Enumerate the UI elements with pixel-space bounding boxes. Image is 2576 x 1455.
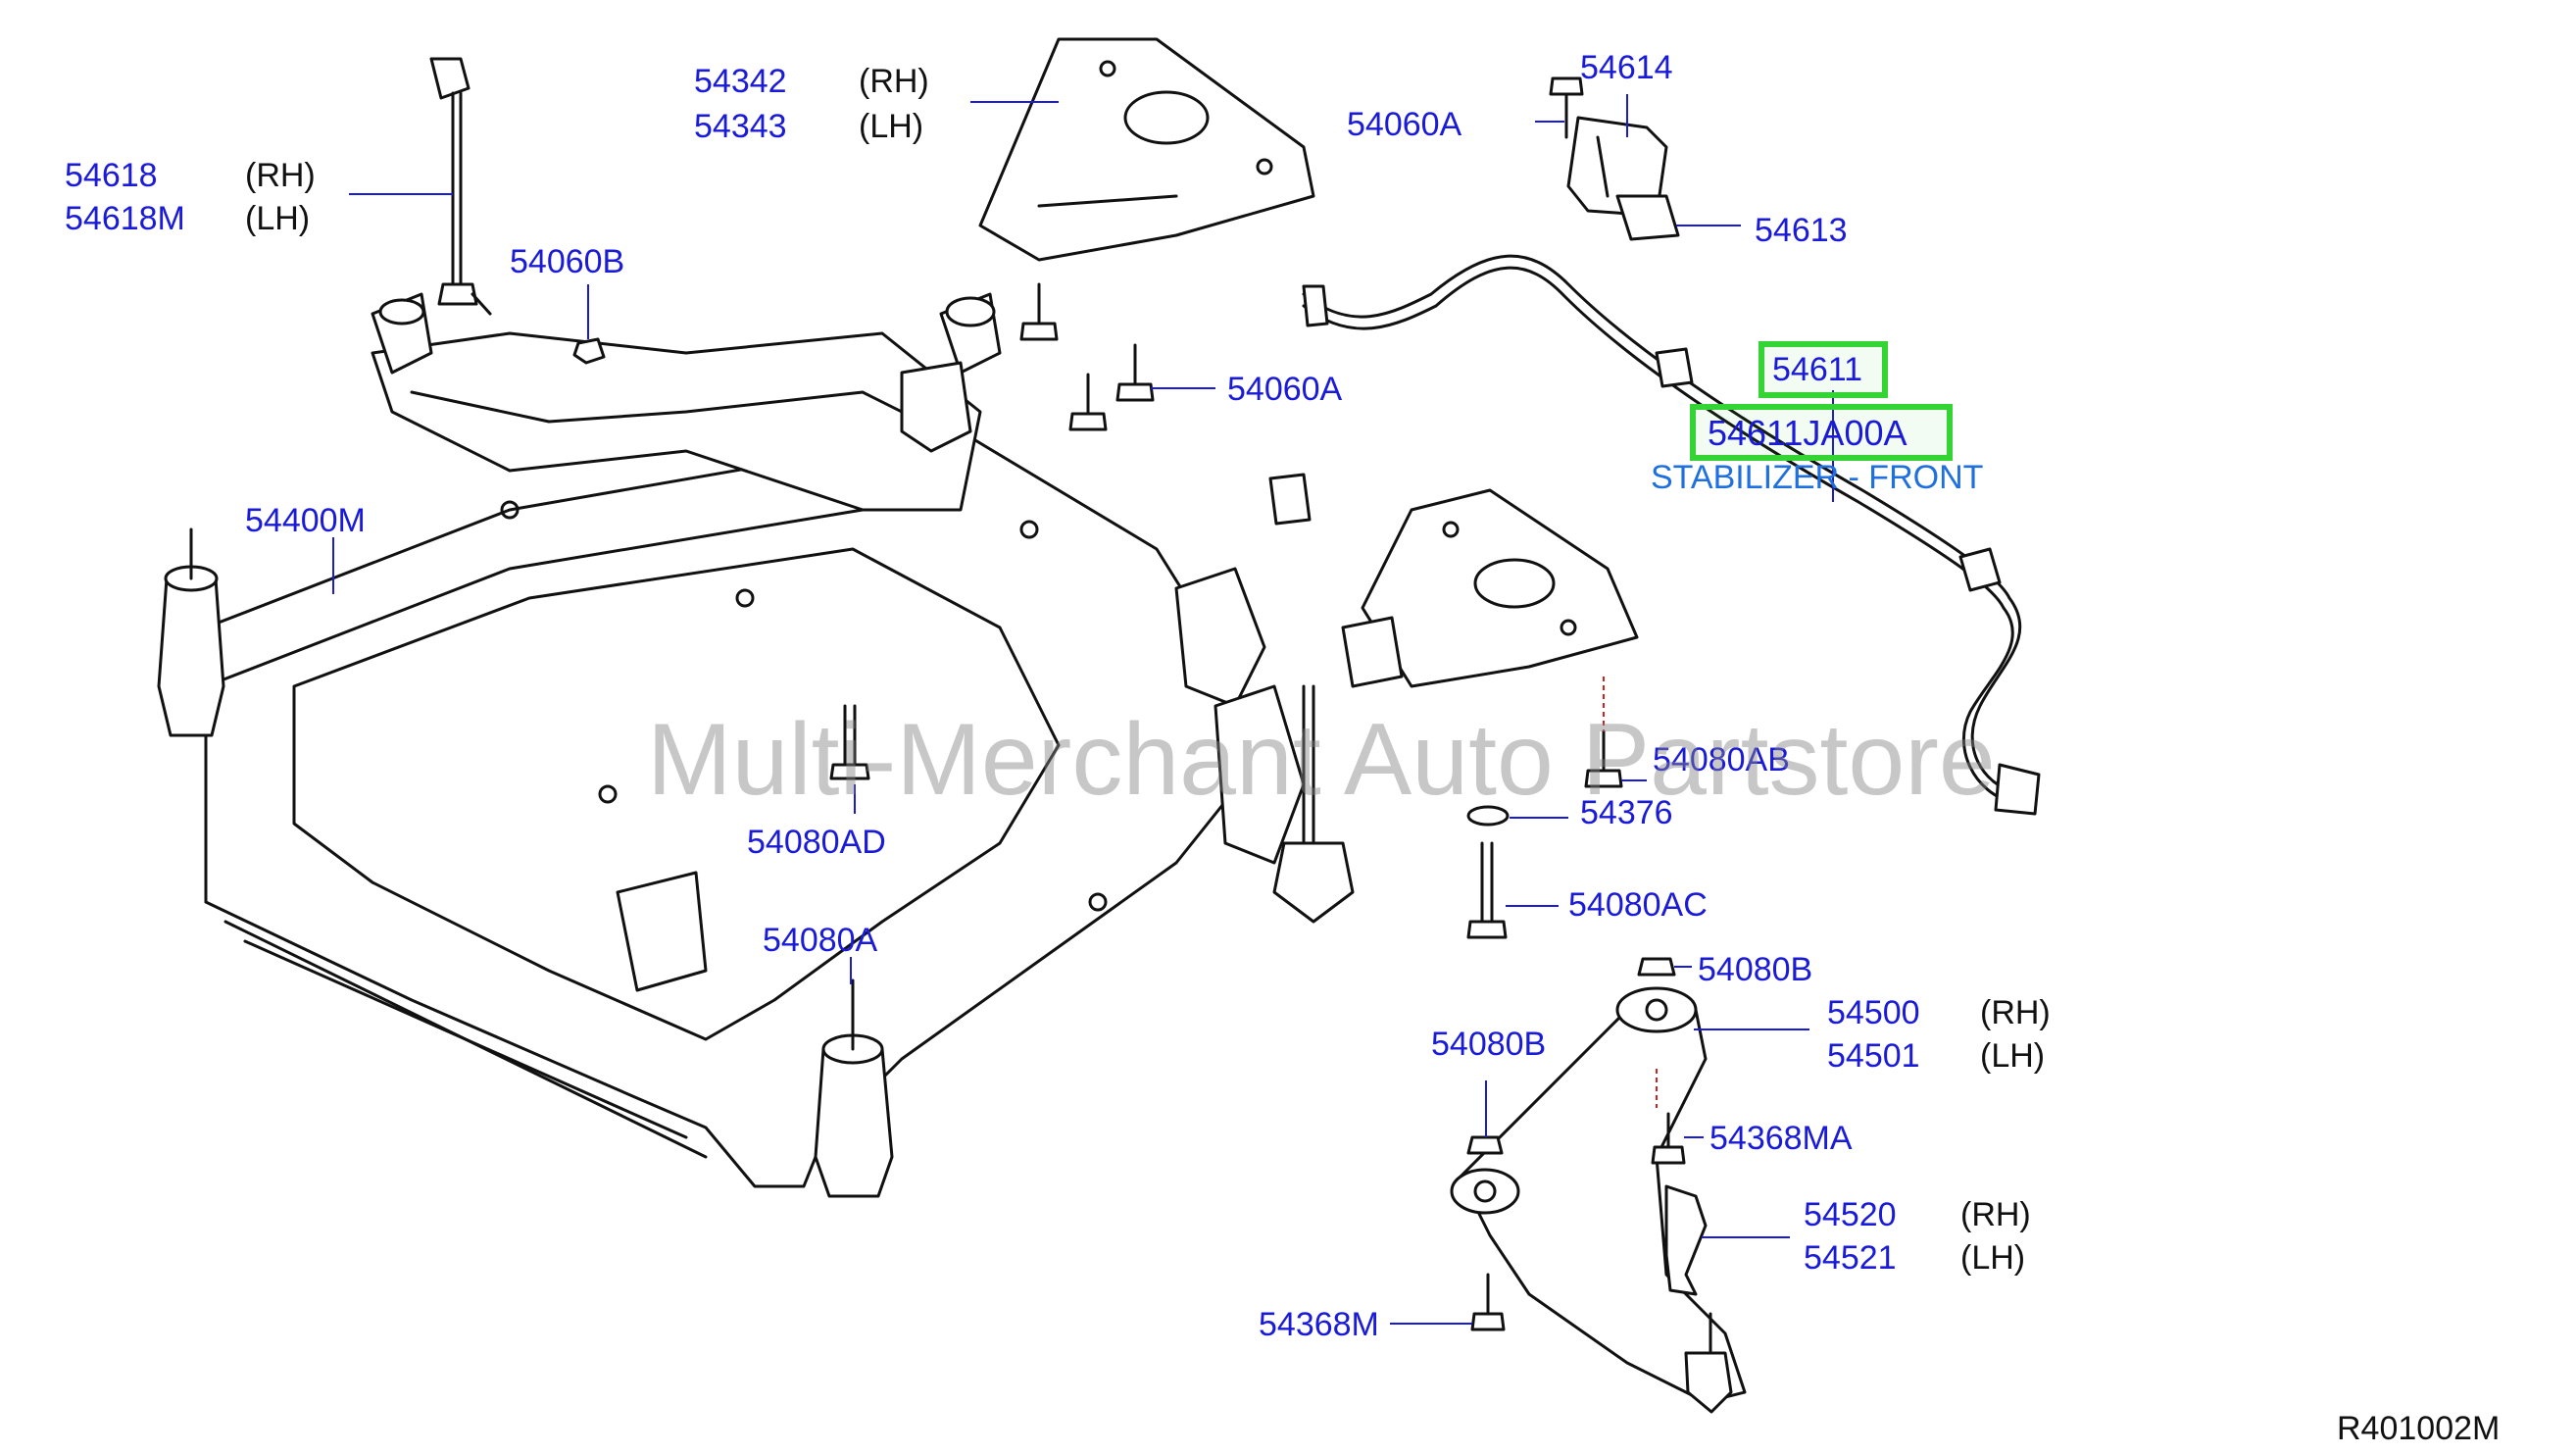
label-54613[interactable]: 54613: [1755, 212, 1848, 249]
label-54080B-upper[interactable]: 54080B: [1698, 951, 1813, 988]
label-54368MA[interactable]: 54368MA: [1709, 1120, 1853, 1157]
label-54368M[interactable]: 54368M: [1259, 1306, 1379, 1343]
label-54080AD[interactable]: 54080AD: [747, 824, 886, 861]
label-54080AB[interactable]: 54080AB: [1653, 741, 1790, 778]
clamp-54614: [1566, 116, 1680, 241]
label-54611[interactable]: 54611: [1772, 351, 1863, 388]
label-54618-side: (RH): [245, 157, 316, 194]
label-54080AC[interactable]: 54080AC: [1568, 886, 1708, 924]
label-54343[interactable]: 54343: [694, 108, 787, 145]
stabilizer-link-right: [1272, 616, 1404, 924]
label-54520[interactable]: 54520: [1804, 1196, 1897, 1233]
highlight-box-54611: [1759, 341, 1888, 398]
stabilizer-bar-54611: [1302, 254, 2041, 816]
label-54080A[interactable]: 54080A: [763, 922, 878, 959]
label-54501-side: (LH): [1980, 1037, 2046, 1075]
label-54501[interactable]: 54501: [1827, 1037, 1920, 1075]
leader-lines: [332, 94, 1834, 1325]
label-54500[interactable]: 54500: [1827, 994, 1920, 1031]
label-54080B-lower[interactable]: 54080B: [1431, 1026, 1547, 1063]
caption-stabilizer-front: STABILIZER - FRONT: [1651, 459, 1984, 496]
stabilizer-link-54618: [429, 57, 492, 316]
label-54500-side: (RH): [1980, 994, 2051, 1031]
label-54614[interactable]: 54614: [1580, 49, 1673, 86]
label-54521[interactable]: 54521: [1804, 1239, 1897, 1277]
label-54618M[interactable]: 54618M: [65, 200, 185, 237]
watermark: Multi-Merchant Auto Partstore: [647, 703, 1996, 817]
label-54520-side: (RH): [1960, 1196, 2031, 1233]
label-54342-side: (RH): [859, 63, 929, 100]
label-54521-side: (LH): [1960, 1239, 2026, 1277]
label-54060A-top[interactable]: 54060A: [1347, 106, 1462, 143]
reference-code: R401002M: [2337, 1410, 2501, 1447]
label-54618[interactable]: 54618: [65, 157, 158, 194]
lower-arm-54500: [1450, 986, 1747, 1414]
bracket-54520: [1664, 1184, 1708, 1296]
subframe-54400M: [157, 292, 1306, 1198]
label-54618M-side: (LH): [245, 200, 311, 237]
label-54343-side: (LH): [859, 108, 924, 145]
label-54342[interactable]: 54342: [694, 63, 787, 100]
label-54376[interactable]: 54376: [1580, 794, 1673, 831]
label-54611JA00A[interactable]: 54611JA00A: [1708, 413, 1907, 453]
bracket-54343: [1361, 488, 1639, 688]
label-54400M[interactable]: 54400M: [245, 502, 366, 539]
fasteners: [572, 76, 1686, 1331]
label-54060A-mid[interactable]: 54060A: [1227, 371, 1343, 408]
label-54060B[interactable]: 54060B: [510, 243, 625, 280]
highlight-box-54611JA00A: [1690, 404, 1953, 461]
bracket-54342: [978, 37, 1315, 262]
